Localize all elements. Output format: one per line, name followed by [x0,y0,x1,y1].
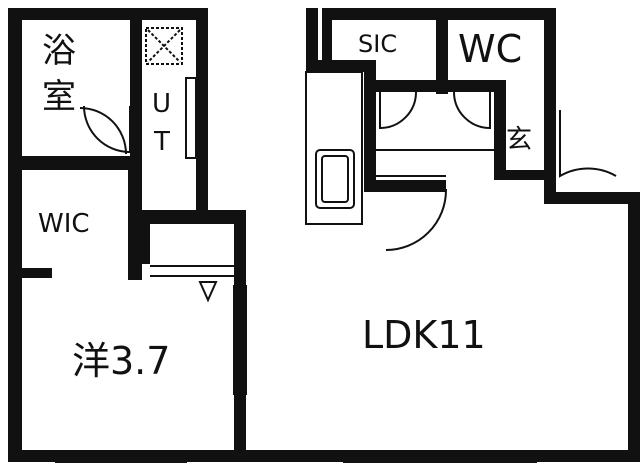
ut-label-line1: U [152,89,171,119]
bath-label-line1: 浴 [42,31,76,71]
ut-label-line2: T [153,127,170,157]
wic-label: WIC [38,209,90,239]
fixtures [55,27,537,463]
doors [79,91,617,251]
room-labels: 浴 室 U T SIC WC 玄 WIC 洋3.7 LDK11 [38,27,532,383]
entrance-label: 玄 [506,125,532,155]
walls [8,8,640,462]
sic-label: SIC [358,30,397,58]
bath-label-line2: 室 [42,77,76,117]
western-room-label: 洋3.7 [72,339,170,383]
ldk-label: LDK11 [362,313,486,357]
wc-label: WC [458,27,522,71]
